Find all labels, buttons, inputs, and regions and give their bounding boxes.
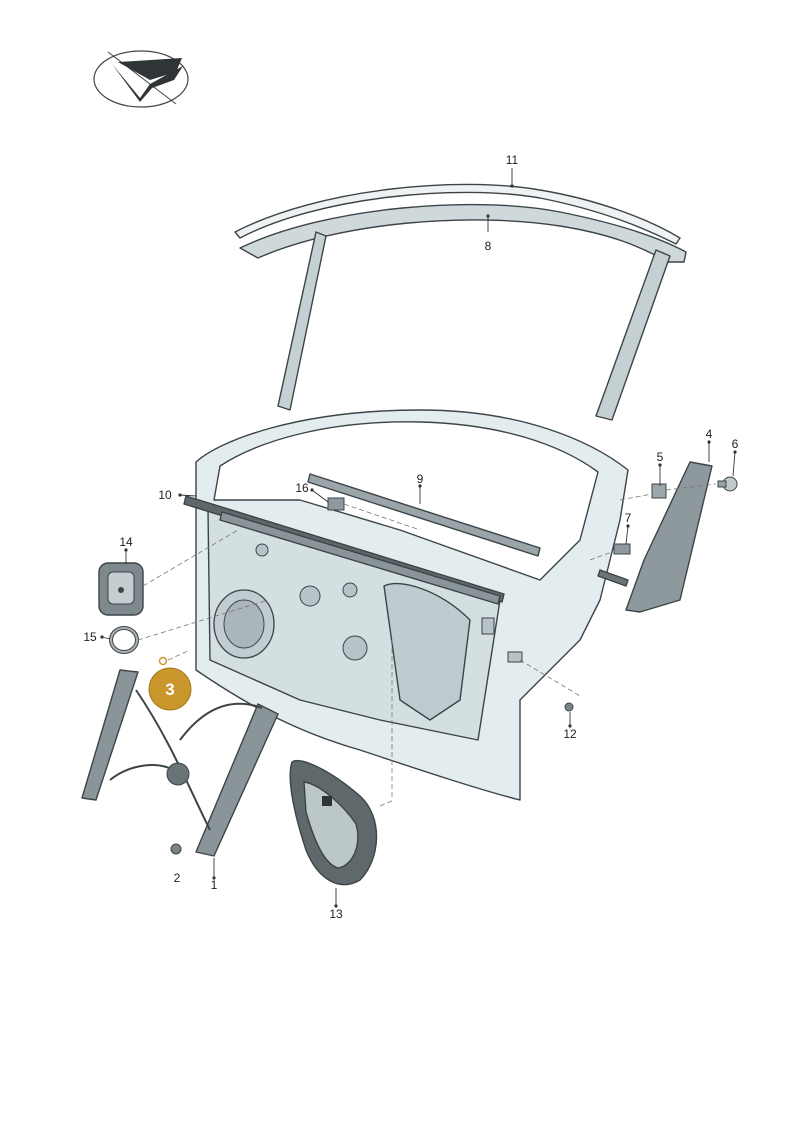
callout-12: 12	[563, 727, 577, 741]
part-2-nut	[170, 843, 182, 855]
part-7-clip	[613, 543, 631, 555]
callout-14: 14	[119, 535, 133, 549]
callout-10: 10	[158, 488, 172, 502]
part-1-window-regulator	[81, 669, 279, 857]
callout-7: 7	[625, 511, 632, 525]
part-13-door-handle	[289, 760, 378, 886]
part-16-clip	[327, 497, 345, 511]
callout-16: 16	[295, 481, 309, 495]
callout-11: 11	[506, 153, 519, 167]
brand-logo	[93, 50, 189, 108]
part-14-cover	[98, 562, 144, 616]
callout-4: 4	[706, 427, 713, 441]
callout-6: 6	[732, 437, 739, 451]
door-shell	[195, 409, 629, 801]
callout-5: 5	[657, 450, 664, 464]
highlight-callout-3: 3	[148, 656, 192, 711]
part-8-frame-seal	[239, 203, 687, 421]
part-5-clip	[651, 483, 667, 499]
callout-3: 3	[165, 680, 174, 699]
callout-1: 1	[211, 878, 218, 892]
callout-8: 8	[485, 239, 492, 253]
part-4-pillar-trim	[625, 461, 713, 613]
part-12-plug	[564, 702, 574, 712]
part-15-seal-ring	[109, 626, 139, 654]
callout-13: 13	[329, 907, 343, 921]
part-6-screw	[717, 476, 738, 492]
part-11-outer-trim	[234, 183, 681, 245]
part-9-outer-belt	[307, 473, 541, 557]
callout-15: 15	[83, 630, 97, 644]
callout-9: 9	[417, 472, 424, 486]
callout-2: 2	[174, 871, 181, 885]
